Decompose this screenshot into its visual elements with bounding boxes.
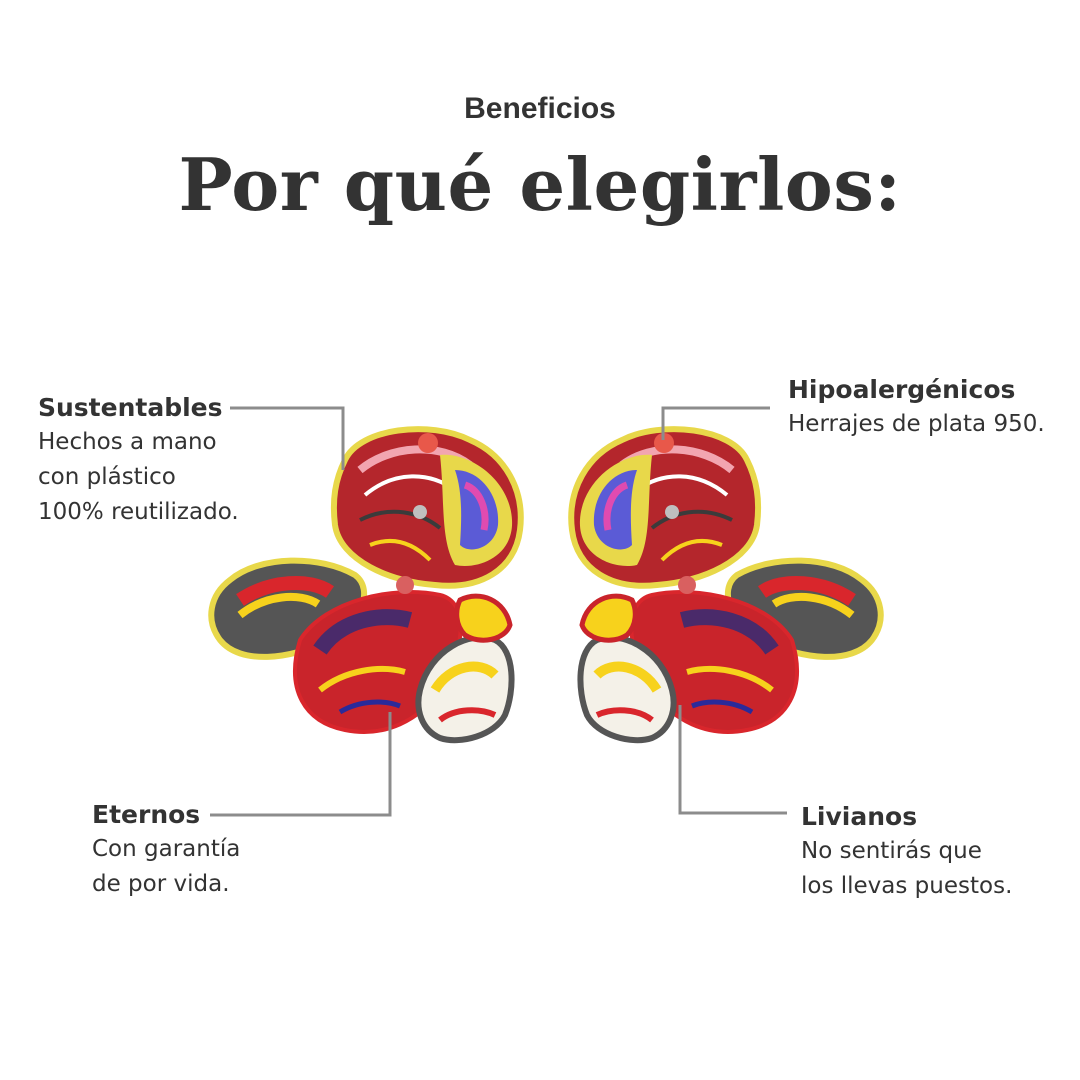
- section-eyebrow: Beneficios: [464, 92, 616, 125]
- connector-hipoalergenicos: [661, 406, 770, 440]
- benefit-description: Con garantía de por vida.: [92, 836, 241, 897]
- page-title: Por qué elegirlos:: [178, 142, 902, 227]
- benefit-hipoalergenicos: Hipoalergénicos Herrajes de plata 950.: [788, 372, 1045, 442]
- connector-livianos: [678, 705, 787, 815]
- benefit-eternos: Eternos Con garantía de por vida.: [92, 797, 240, 902]
- connector-eternos: [210, 712, 392, 817]
- benefit-livianos: Livianos No sentirás que los llevas pues…: [801, 799, 1012, 904]
- connector-sustentables: [230, 406, 345, 470]
- right-earring-image: [571, 429, 880, 740]
- benefit-description: No sentirás que los llevas puestos.: [801, 838, 1013, 899]
- benefit-sustentables: Sustentables Hechos a mano con plástico …: [38, 390, 239, 530]
- benefit-title: Sustentables: [38, 393, 223, 422]
- benefit-title: Livianos: [801, 802, 918, 831]
- left-earring-image: [211, 429, 520, 740]
- benefit-description: Herrajes de plata 950.: [788, 411, 1045, 437]
- benefit-title: Hipoalergénicos: [788, 375, 1016, 404]
- benefit-title: Eternos: [92, 800, 201, 829]
- benefit-description: Hechos a mano con plástico 100% reutiliz…: [38, 429, 239, 525]
